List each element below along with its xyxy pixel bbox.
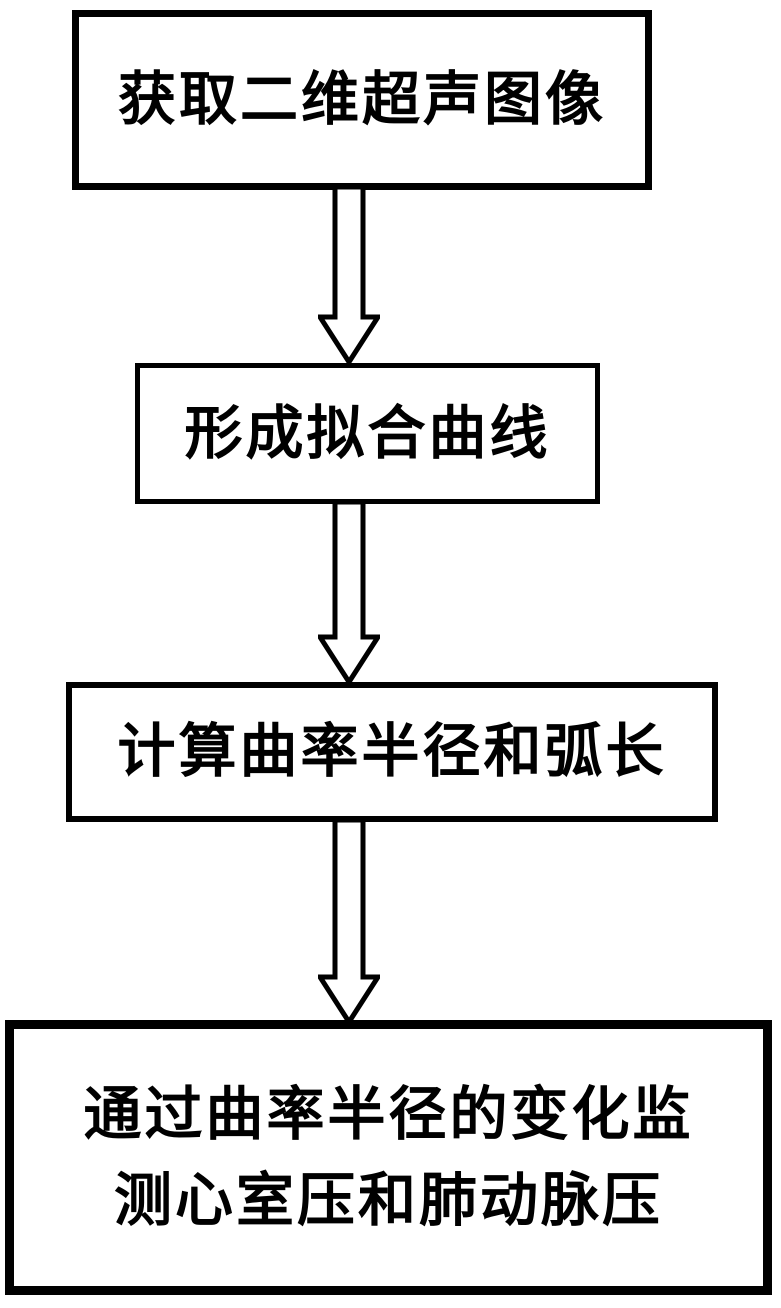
step-label: 形成拟合曲线 (184, 400, 551, 466)
step-label: 获取二维超声图像 (117, 67, 606, 133)
step-monitor-ventricular-and-pulmonary-artery-pressure: 通过曲率半径的变化监 测心室压和肺动脉压 (5, 1020, 772, 1295)
step-calculate-curvature-radius-and-arc-length: 计算曲率半径和弧长 (66, 682, 718, 822)
down-arrow-icon (318, 184, 380, 365)
step-form-fitting-curve: 形成拟合曲线 (135, 363, 600, 504)
step-label-line-1: 通过曲率半径的变化监 (83, 1081, 694, 1147)
step-label-line-2: 测心室压和肺动脉压 (113, 1167, 663, 1233)
step-label: 计算曲率半径和弧长 (117, 719, 667, 785)
down-arrow-icon (318, 499, 380, 685)
step-acquire-2d-ultrasound-image: 获取二维超声图像 (72, 10, 652, 190)
down-arrow-icon (318, 817, 380, 1025)
